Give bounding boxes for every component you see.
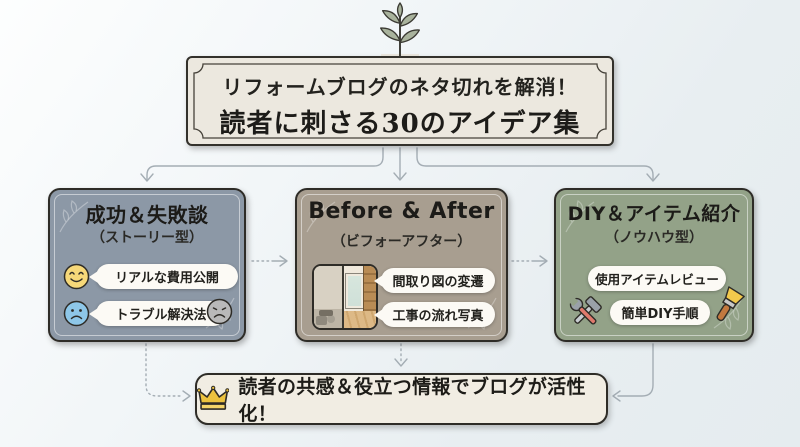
item-pill: リアルな費用公開 [96, 264, 238, 289]
branch-box-before-after: Before & After （ビフォーアフター） 間取り図の変遷 工事の流れ写… [295, 188, 508, 342]
crown-icon [197, 385, 230, 410]
branch-box-diy: DIY＆アイテム紹介 （ノウハウ型） 使用アイテムレビュー 簡単DIY手順 [554, 188, 754, 342]
box-title: DIY＆アイテム紹介 [567, 203, 741, 225]
room-before [314, 266, 342, 328]
title-frame-border [193, 63, 607, 139]
box-subtitle: （ビフォーアフター） [331, 234, 472, 250]
box-subtitle: （ノウハウ型） [605, 230, 703, 246]
box-title: 成功＆失敗談 [85, 203, 209, 227]
conclusion-text: 読者の共感＆役立つ情報でブログが活性化！ [238, 376, 586, 425]
item-pill: 使用アイテムレビュー [588, 266, 726, 291]
title-line-2: 読者に刺さる30のアイデア集 [219, 109, 581, 139]
item-pill: 工事の流れ写真 [381, 302, 495, 327]
title-box: リフォームブログのネタ切れを解消！ 読者に刺さる30のアイデア集 [186, 56, 614, 146]
box-subtitle: （ストーリー型） [91, 230, 203, 246]
item-pill: 間取り図の変遷 [381, 268, 495, 293]
item-pill: トラブル解決法 [96, 301, 226, 326]
conclusion-box: 読者の共感＆役立つ情報でブログが活性化！ [195, 373, 608, 425]
branch-box-story: 成功＆失敗談 （ストーリー型） リアルな費用公開 トラブル解決法 [48, 188, 246, 342]
sad-face-gray-icon [206, 298, 233, 325]
box-title: Before & After [308, 199, 495, 224]
leaf-branch-icon [379, 2, 421, 60]
paintbrush-icon [716, 286, 745, 322]
title-line-1: リフォームブログのネタ切れを解消！ [222, 75, 578, 99]
sad-face-blue-icon [63, 300, 90, 327]
before-after-photo [312, 264, 378, 330]
room-after [343, 266, 376, 328]
smiling-face-icon [63, 263, 90, 290]
hammer-and-wrench-icon [568, 296, 602, 325]
item-pill: 簡単DIY手順 [610, 300, 710, 325]
photo-divider [341, 266, 344, 328]
